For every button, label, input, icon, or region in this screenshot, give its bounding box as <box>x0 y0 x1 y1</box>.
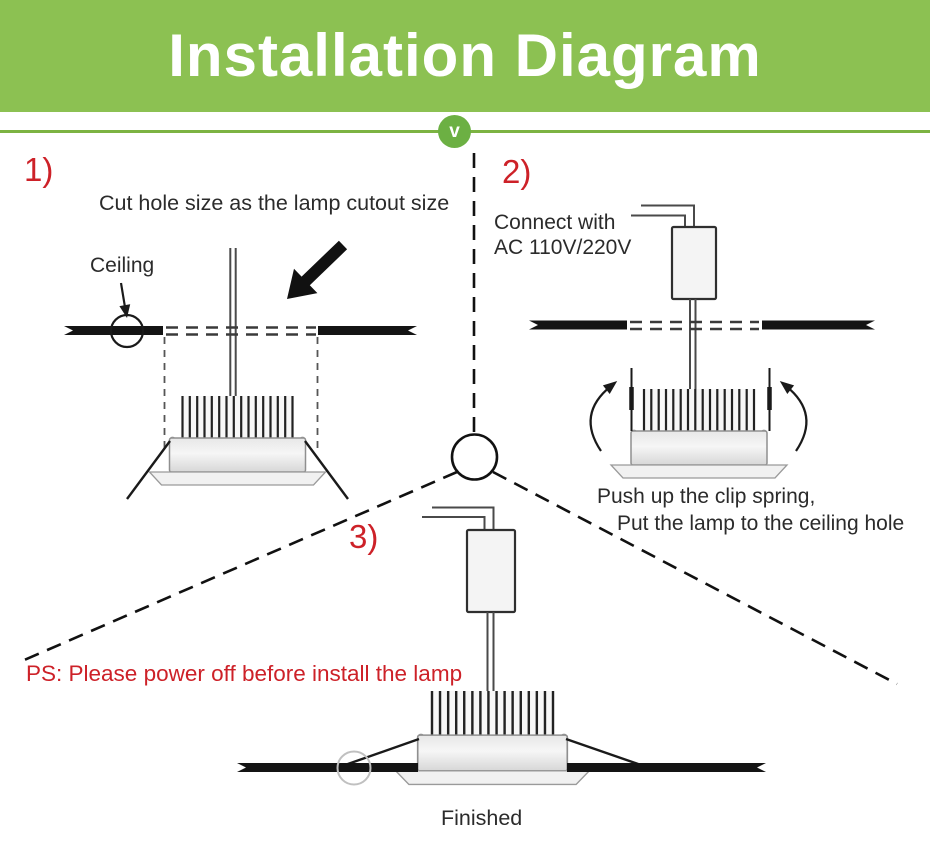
rotate-clip-arrowhead-right-icon <box>779 381 795 394</box>
step3-drawing <box>237 506 766 786</box>
ceiling-right-bar <box>762 320 875 330</box>
ceiling-marker-circle <box>109 313 145 349</box>
ceiling-right-bar <box>318 326 417 335</box>
push-clip-label-line2: Put the lamp to the ceiling hole <box>617 512 905 535</box>
connect-label-line1: Connect with <box>494 211 616 234</box>
flow-guides <box>21 153 898 686</box>
downlight-lamp <box>148 394 327 487</box>
flow-line-right <box>492 470 898 686</box>
ceiling-cut-notch <box>866 320 875 330</box>
power-off-warning: PS: Please power off before install the … <box>26 661 463 686</box>
flow-badge-icon: v <box>438 115 471 148</box>
ceiling-cut-notch <box>237 763 246 772</box>
cut-direction-arrow-icon <box>287 240 348 299</box>
led-driver-box <box>670 225 718 301</box>
flow-junction-circle <box>450 433 499 481</box>
step2-number: 2) <box>502 153 532 190</box>
ceiling-cut-notch <box>408 326 417 335</box>
rotate-clip-arrowhead-left-icon <box>602 381 618 394</box>
header-banner: Installation Diagram <box>0 0 930 112</box>
ceiling-pointer-arrow-icon <box>119 282 126 307</box>
ceiling-left-bar <box>64 326 163 335</box>
finished-label: Finished <box>441 806 523 830</box>
ceiling-cut-notch <box>64 326 73 335</box>
ceiling-label: Ceiling <box>90 254 155 277</box>
downlight-lamp <box>609 387 789 480</box>
flow-line-left <box>21 470 458 663</box>
led-driver-box <box>465 528 517 614</box>
cutout-projection-dashes <box>163 337 319 448</box>
ceiling-right-bar <box>567 763 766 772</box>
downlight-lamp <box>394 689 591 786</box>
step1-drawing <box>64 240 417 500</box>
cutout-gap-dashes <box>630 320 759 331</box>
ceiling-cut-notch <box>529 320 538 330</box>
ceiling-cut-notch <box>757 763 766 772</box>
ceiling-left-bar <box>529 320 627 330</box>
ceiling-marker-circle <box>336 750 372 786</box>
clip-springs <box>126 440 349 500</box>
ac-input-wires <box>422 506 495 530</box>
ceiling-left-bar <box>237 763 418 772</box>
cutout-gap-dashes <box>166 326 316 336</box>
connect-label-line2: AC 110V/220V <box>494 236 632 259</box>
step3-number: 3) <box>349 518 379 555</box>
lamp-wire <box>689 299 697 390</box>
step1-number: 1) <box>24 151 54 188</box>
push-clip-label-line1: Push up the clip spring, <box>597 485 816 508</box>
rotate-clip-arrow-right-icon <box>785 385 808 452</box>
lamp-wire <box>486 612 495 693</box>
ac-input-wires <box>631 204 695 227</box>
step2-drawing <box>529 204 875 480</box>
lamp-wire <box>229 248 237 397</box>
rotate-clip-arrow-left-icon <box>589 385 612 452</box>
clip-springs <box>344 737 642 767</box>
step1-instruction: Cut hole size as the lamp cutout size <box>99 191 450 215</box>
clip-springs-thick <box>629 387 772 410</box>
page-title: Installation Diagram <box>168 22 762 89</box>
